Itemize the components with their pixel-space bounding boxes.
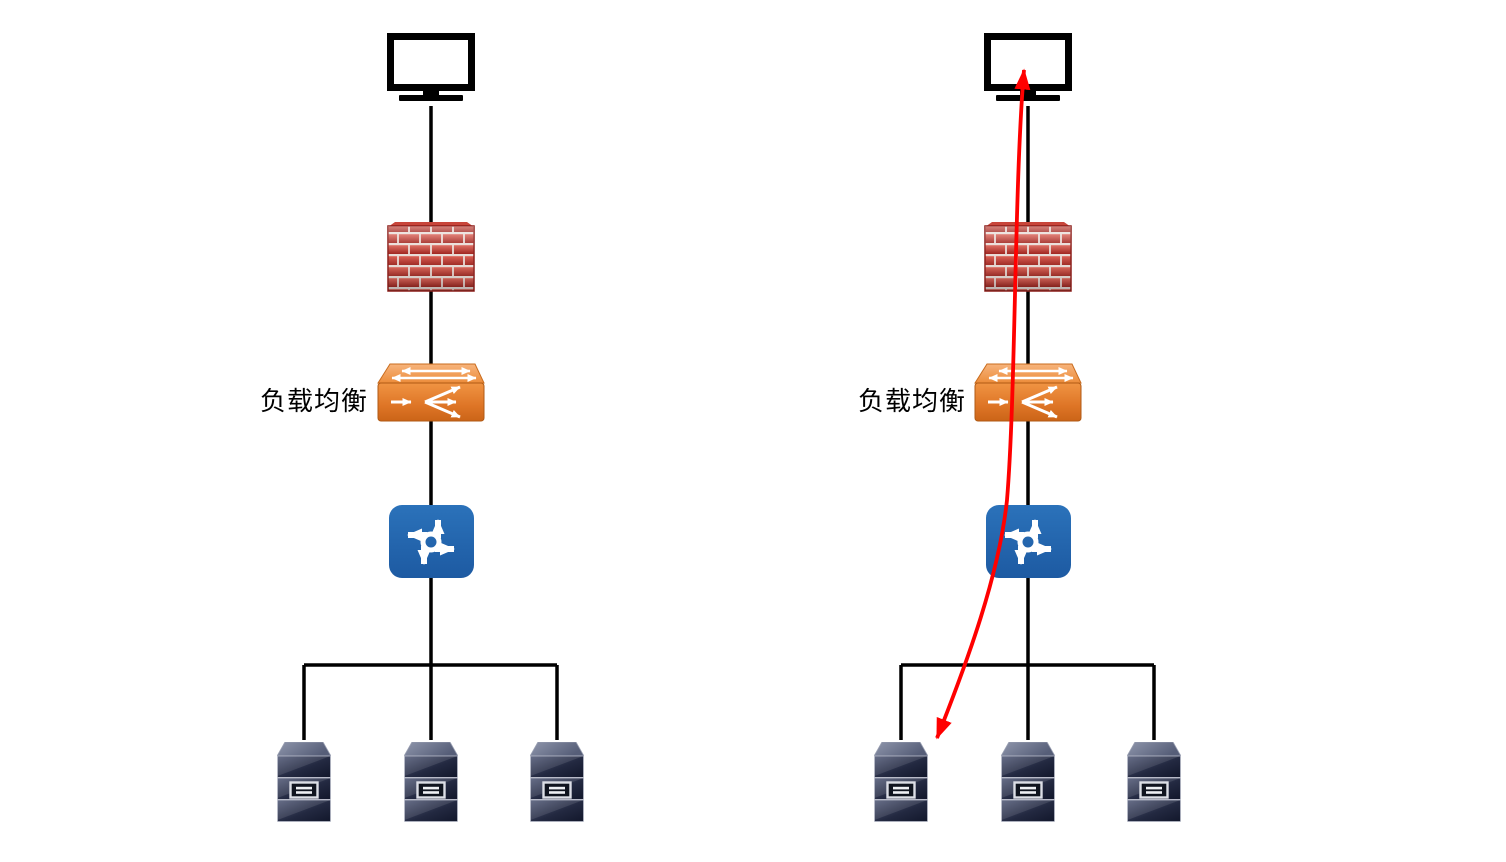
firewall-icon xyxy=(387,222,475,292)
flow-arrow xyxy=(935,68,1031,740)
server-icon-3 xyxy=(1127,742,1181,822)
connection-lines-right xyxy=(899,106,1156,740)
server-icon-3 xyxy=(530,742,584,822)
client-monitor-icon xyxy=(391,37,472,102)
firewall-icon xyxy=(984,222,1072,292)
connection-lines-left xyxy=(302,106,559,740)
load-balancer-label-right: 负载均衡 xyxy=(857,386,966,416)
load-balancer-label-left: 负载均衡 xyxy=(259,386,368,416)
server-icon-2 xyxy=(404,742,458,822)
server-icon-2 xyxy=(1001,742,1055,822)
server-icon-1 xyxy=(277,742,331,822)
router-icon xyxy=(389,505,474,578)
load-balancer-icon xyxy=(378,364,484,421)
server-icon-1 xyxy=(874,742,928,822)
load-balancer-icon xyxy=(975,364,1081,421)
diagram-left xyxy=(277,37,584,822)
diagram-right xyxy=(874,37,1181,822)
client-monitor-icon xyxy=(988,37,1069,102)
